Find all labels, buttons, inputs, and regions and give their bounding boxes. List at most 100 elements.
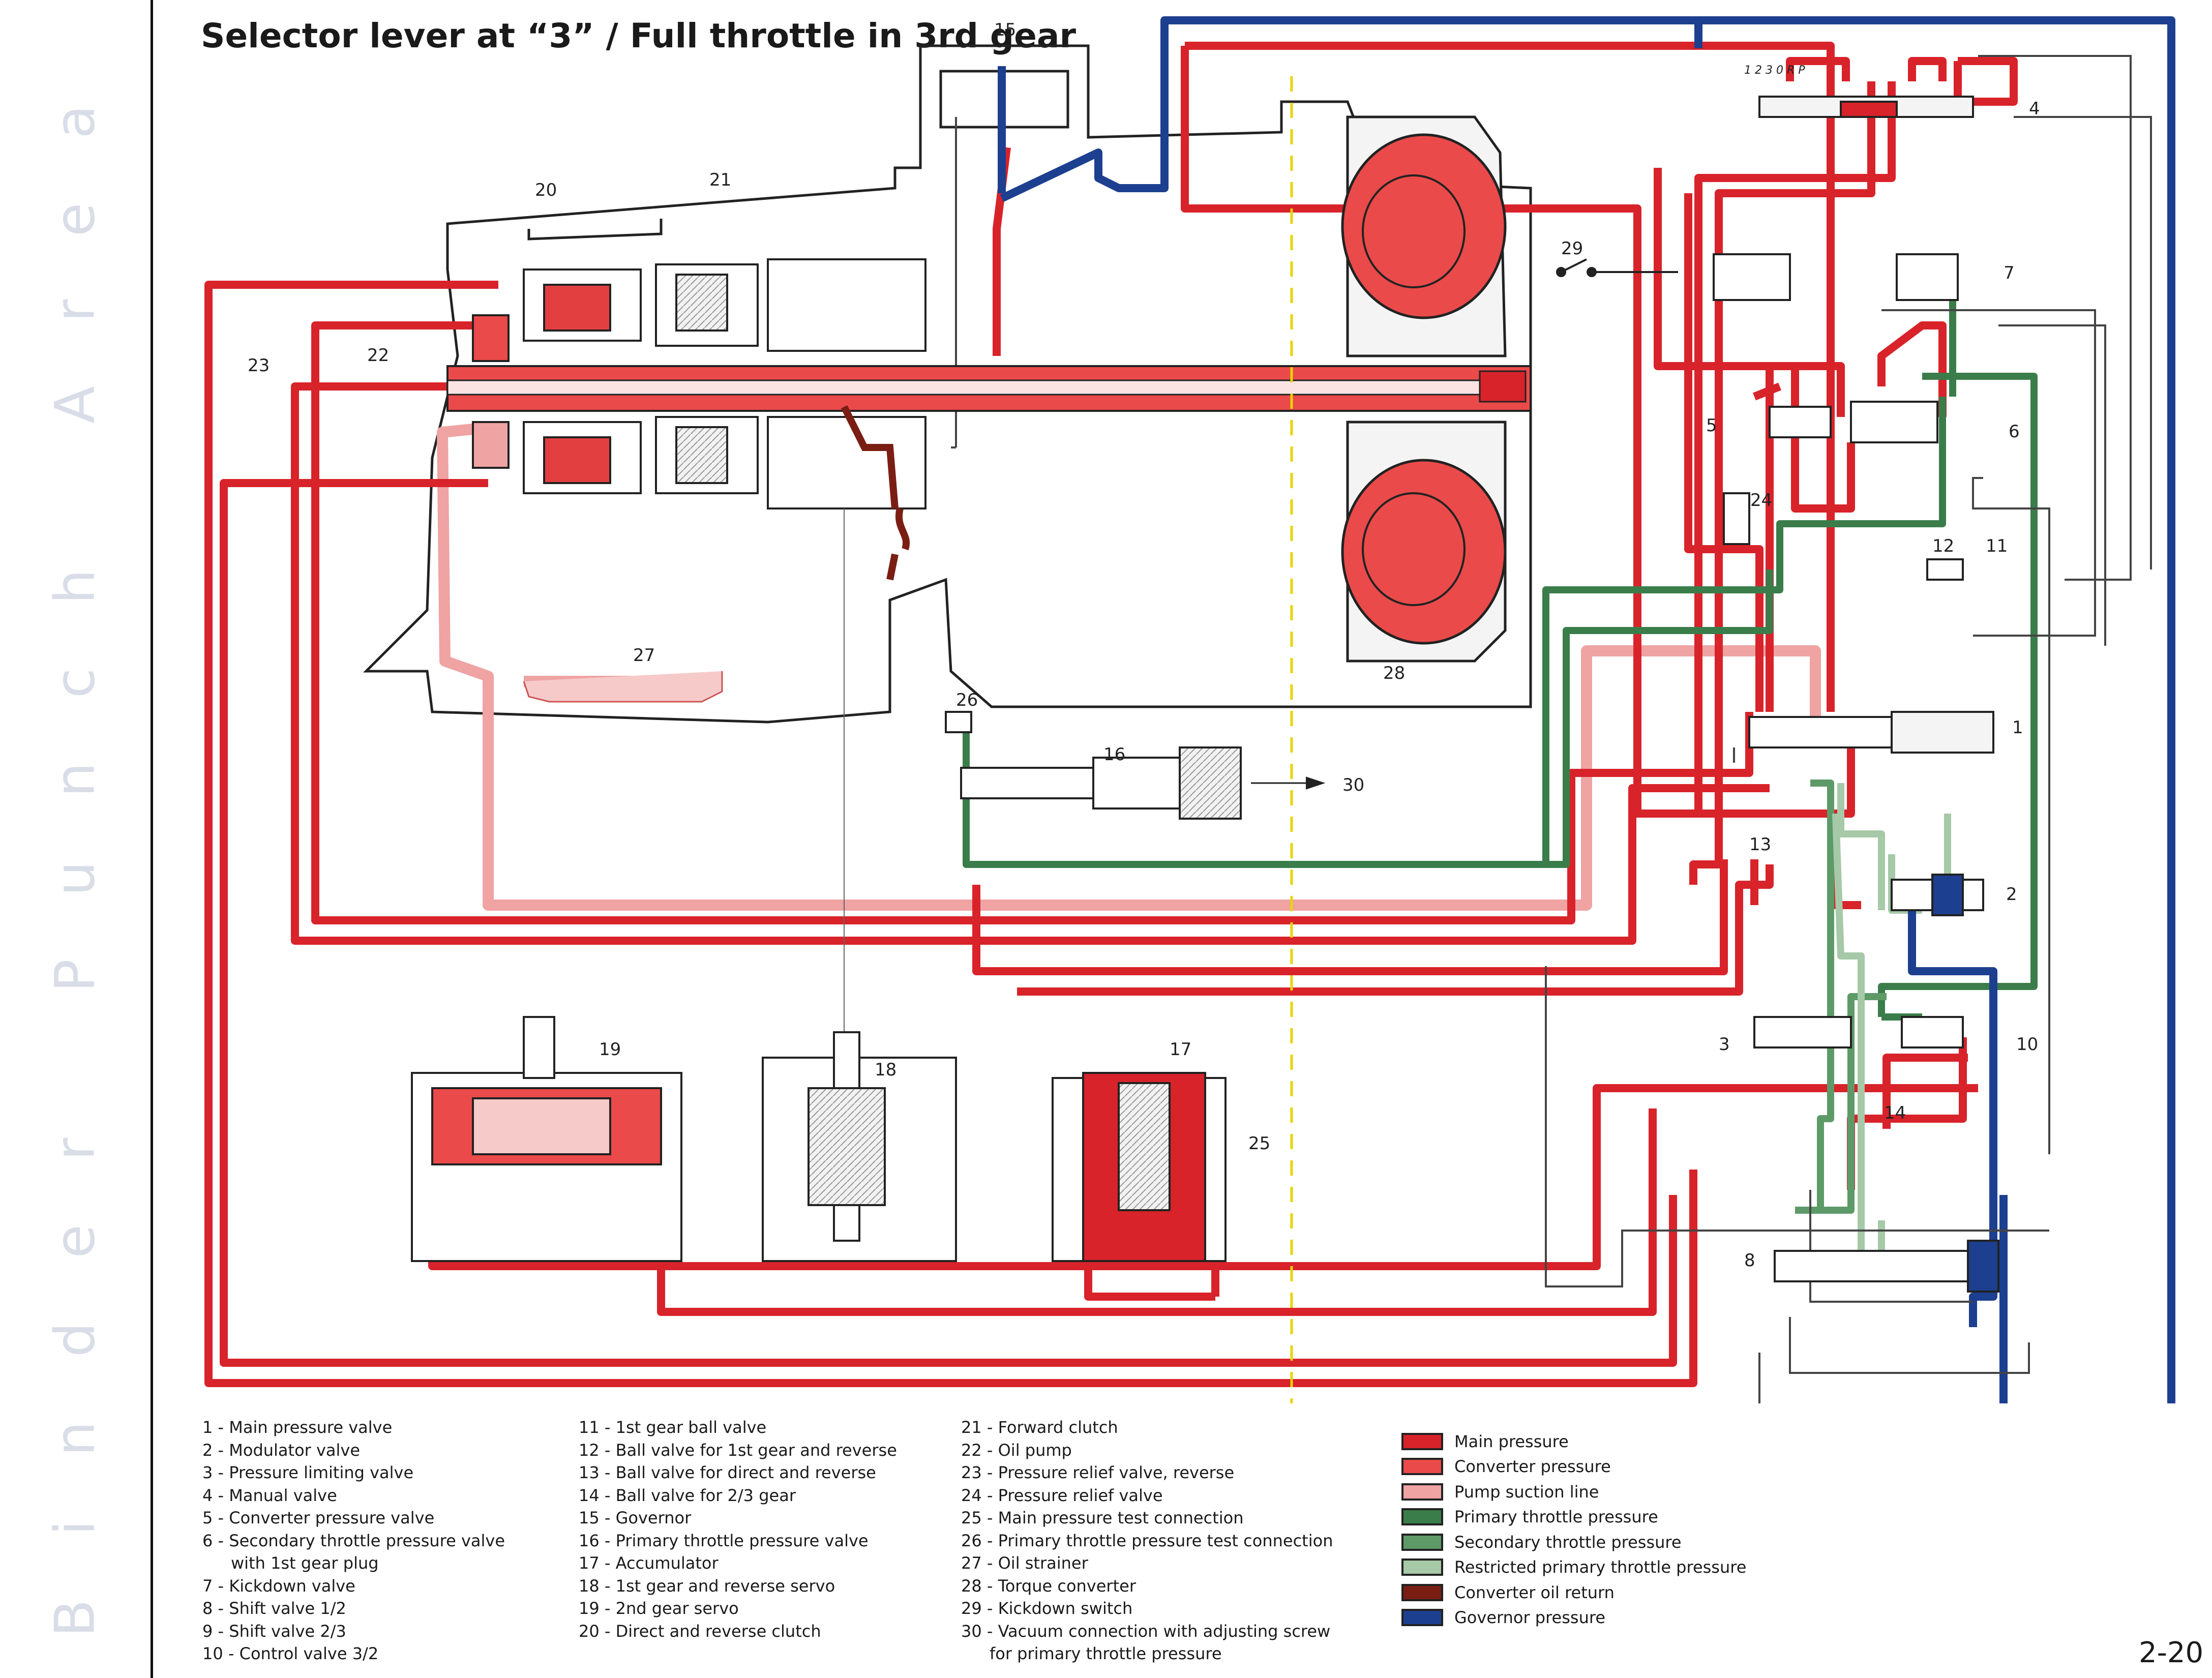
legend-item: 26 - Primary throttle pressure test conn… bbox=[961, 1531, 1333, 1550]
legend-item: 16 - Primary throttle pressure valve bbox=[579, 1531, 869, 1550]
legend-column-2: 11 - 1st gear ball valve 12 - Ball valve … bbox=[579, 1416, 897, 1642]
key-label: Converter oil return bbox=[1454, 1582, 1615, 1602]
key-swatch bbox=[1401, 1432, 1443, 1450]
key-label: Secondary throttle pressure bbox=[1454, 1532, 1682, 1552]
callout-24: 24 bbox=[1750, 490, 1772, 511]
binder-punch-label: Binder Punch Area bbox=[43, 41, 107, 1637]
legend-item: 21 - Forward clutch bbox=[961, 1418, 1118, 1437]
callout-3: 3 bbox=[1719, 1034, 1730, 1055]
legend-item: 23 - Pressure relief valve, reverse bbox=[961, 1463, 1235, 1482]
key-row: Primary throttle pressure bbox=[1401, 1505, 1746, 1530]
legend-item: 15 - Governor bbox=[579, 1508, 692, 1527]
key-swatch bbox=[1401, 1508, 1443, 1526]
callout-20: 20 bbox=[535, 180, 557, 200]
key-label: Primary throttle pressure bbox=[1454, 1507, 1658, 1527]
callout-16: 16 bbox=[1103, 744, 1125, 765]
legend-item: 7 - Kickdown valve bbox=[202, 1576, 355, 1596]
key-row: Pump suction line bbox=[1401, 1479, 1746, 1505]
callout-15: 15 bbox=[994, 20, 1016, 40]
legend-item: 20 - Direct and reverse clutch bbox=[579, 1621, 821, 1641]
legend-item: 22 - Oil pump bbox=[961, 1440, 1072, 1460]
legend-item: 30 - Vacuum connection with adjusting sc… bbox=[961, 1621, 1331, 1641]
callout-11: 11 bbox=[1986, 536, 2008, 556]
callout-5: 5 bbox=[1706, 415, 1717, 436]
key-row: Governor pressure bbox=[1401, 1605, 1746, 1631]
key-row: Main pressure bbox=[1401, 1429, 1746, 1454]
legend-item: 18 - 1st gear and reverse servo bbox=[579, 1576, 835, 1596]
legend-item: 17 - Accumulator bbox=[579, 1553, 719, 1573]
callout-25: 25 bbox=[1248, 1133, 1270, 1154]
callout-27: 27 bbox=[633, 645, 655, 666]
binder-margin-line bbox=[151, 0, 153, 1678]
torque-converter bbox=[1341, 115, 1507, 663]
key-label: Restricted primary throttle pressure bbox=[1454, 1557, 1747, 1577]
key-label: Main pressure bbox=[1454, 1431, 1569, 1451]
legend-item: 4 - Manual valve bbox=[202, 1485, 337, 1505]
key-row: Secondary throttle pressure bbox=[1401, 1530, 1746, 1555]
callout-13: 13 bbox=[1749, 834, 1771, 855]
legend-column-3: 21 - Forward clutch 22 - Oil pump 23 - Pre… bbox=[961, 1416, 1333, 1665]
callout-12: 12 bbox=[1932, 536, 1954, 556]
legend-item: 28 - Torque converter bbox=[961, 1576, 1136, 1596]
key-row: Converter pressure bbox=[1401, 1454, 1746, 1480]
exhaust-lines bbox=[951, 55, 2152, 1403]
callout-28: 28 bbox=[1383, 663, 1405, 683]
legend-item: 27 - Oil strainer bbox=[961, 1553, 1088, 1573]
callout-18: 18 bbox=[875, 1060, 896, 1080]
legend-item: 6 - Secondary throttle pressure valve bbox=[202, 1531, 505, 1550]
legend-item: 13 - Ball valve for direct and reverse bbox=[579, 1463, 876, 1482]
callout-19: 19 bbox=[599, 1039, 621, 1060]
legend-item: 2 - Modulator valve bbox=[202, 1440, 361, 1460]
primary-throttle-valve bbox=[945, 711, 1326, 820]
legend-item: 9 - Shift valve 2/3 bbox=[202, 1621, 346, 1641]
legend-item: 11 - 1st gear ball valve bbox=[579, 1418, 767, 1437]
binder-punch-area: Binder Punch Area bbox=[0, 0, 151, 1678]
key-swatch bbox=[1401, 1533, 1443, 1551]
pump-suction-lines bbox=[437, 422, 1821, 911]
callout-2: 2 bbox=[2006, 884, 2017, 905]
legend-item: for primary throttle pressure bbox=[990, 1644, 1222, 1663]
manual-valve-positions: 1 2 3 0 R P bbox=[1744, 64, 1805, 77]
key-row: Restricted primary throttle pressure bbox=[1401, 1555, 1746, 1580]
legend-item: 29 - Kickdown switch bbox=[961, 1599, 1133, 1618]
legend-item: 25 - Main pressure test connection bbox=[961, 1508, 1244, 1527]
key-swatch bbox=[1401, 1483, 1443, 1501]
callout-23: 23 bbox=[248, 355, 270, 376]
callout-1: 1 bbox=[2012, 717, 2023, 738]
key-swatch bbox=[1401, 1458, 1443, 1476]
callout-10: 10 bbox=[2016, 1034, 2038, 1055]
legend-column-1: 1 - Main pressure valve 2 - Modulator val… bbox=[202, 1416, 505, 1665]
legend-item: 19 - 2nd gear servo bbox=[579, 1599, 739, 1618]
callout-26: 26 bbox=[956, 690, 978, 710]
key-swatch bbox=[1401, 1583, 1443, 1601]
diagram-title: Selector lever at “3” / Full throttle in… bbox=[201, 16, 1076, 55]
key-row: Converter oil return bbox=[1401, 1580, 1746, 1605]
legend-item: 12 - Ball valve for 1st gear and reverse bbox=[579, 1440, 897, 1460]
main-pressure-lines bbox=[204, 42, 2018, 1387]
callout-numbers: 1 2 3 4 5 6 7 8 9 10 11 12 13 14 15 16 1… bbox=[248, 20, 2040, 1271]
callout-7: 7 bbox=[2004, 263, 2015, 283]
page-number: 2-20 bbox=[2139, 1636, 2204, 1669]
callout-8: 8 bbox=[1744, 1250, 1755, 1271]
legend-item: 14 - Ball valve for 2/3 gear bbox=[579, 1485, 796, 1505]
callout-22: 22 bbox=[367, 345, 389, 366]
legend-item: 3 - Pressure limiting valve bbox=[202, 1463, 414, 1482]
key-swatch bbox=[1401, 1559, 1443, 1576]
legend-item: with 1st gear plug bbox=[231, 1553, 379, 1573]
kickdown-switch bbox=[1556, 258, 1678, 277]
legend-item: 10 - Control valve 3/2 bbox=[202, 1644, 379, 1663]
main-shaft bbox=[446, 365, 1532, 412]
callout-6: 6 bbox=[2009, 422, 2020, 442]
servos-and-accumulator bbox=[411, 1016, 1227, 1262]
legend-item: 1 - Main pressure valve bbox=[202, 1418, 393, 1437]
transmission-housing bbox=[363, 44, 1532, 724]
key-label: Converter pressure bbox=[1454, 1457, 1611, 1477]
legend-item: 24 - Pressure relief valve bbox=[961, 1485, 1163, 1505]
legend-item: 8 - Shift valve 1/2 bbox=[202, 1599, 346, 1618]
callout-4: 4 bbox=[2029, 99, 2040, 119]
oil-strainer bbox=[523, 671, 723, 703]
hydraulic-circuit-diagram: 1 2 3 4 5 6 7 8 9 10 11 12 13 14 15 16 1… bbox=[204, 16, 2175, 1403]
clutch-assemblies bbox=[472, 258, 926, 581]
legend-item: 5 - Converter pressure valve bbox=[202, 1508, 435, 1527]
